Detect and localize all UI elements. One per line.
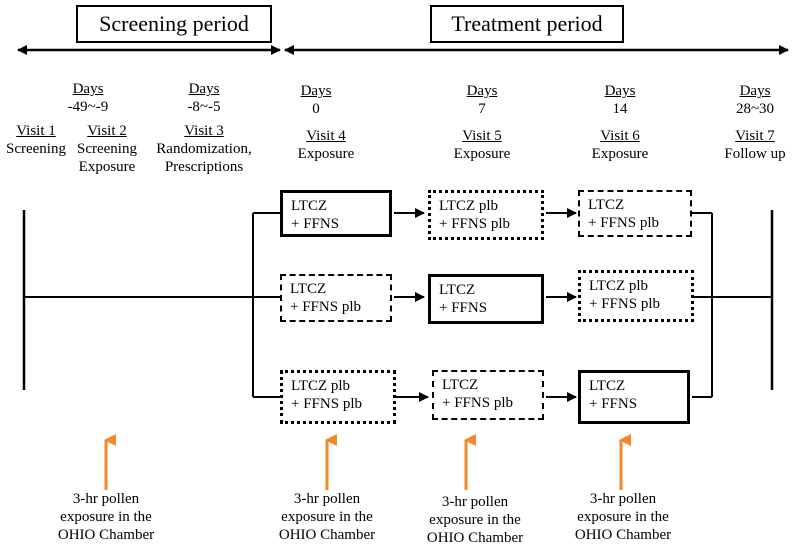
row2-visit5-treatment: LTCZ + FFNS <box>428 274 544 324</box>
row1-visit5-treatment: LTCZ plb + FFNS plb <box>428 190 544 240</box>
exposure-note-visit-4: 3-hr pollen exposure in the OHIO Chamber <box>278 491 376 543</box>
treatment-line1: LTCZ <box>290 281 327 297</box>
row3-visit5-treatment: LTCZ + FFNS plb <box>432 370 544 420</box>
exposure-note-visit-6: 3-hr pollen exposure in the OHIO Chamber <box>574 491 672 543</box>
treatment-line1: LTCZ plb <box>291 378 351 394</box>
treatment-line2: + FFNS <box>291 216 340 232</box>
treatment-line2: + FFNS <box>439 300 488 316</box>
treatment-line1: LTCZ <box>589 378 626 394</box>
exposure-note-visit-5: 3-hr pollen exposure in the OHIO Chamber <box>426 494 524 546</box>
row3-visit4-treatment: LTCZ plb + FFNS plb <box>280 370 396 424</box>
row2-visit6-treatment: LTCZ plb + FFNS plb <box>578 270 694 322</box>
screening-period-label: Screening period <box>76 5 272 43</box>
days-visit-2: Days-49~-9 <box>67 81 109 115</box>
treatment-period-label: Treatment period <box>430 5 624 43</box>
treatment-line2: + FFNS plb <box>439 216 510 232</box>
treatment-line2: + FFNS plb <box>589 296 660 312</box>
treatment-line1: LTCZ plb <box>589 278 649 294</box>
row1-visit6-treatment: LTCZ + FFNS plb <box>578 190 692 237</box>
treatment-line2: + FFNS plb <box>588 215 659 231</box>
row1-visit4-treatment: LTCZ + FFNS <box>280 190 392 237</box>
row3-visit6-treatment: LTCZ + FFNS <box>578 370 690 424</box>
treatment-line2: + FFNS plb <box>291 396 362 412</box>
treatment-line1: LTCZ plb <box>439 198 499 214</box>
treatment-line1: LTCZ <box>439 282 476 298</box>
row2-visit4-treatment: LTCZ + FFNS plb <box>280 274 392 322</box>
treatment-line1: LTCZ <box>442 377 479 393</box>
treatment-line1: LTCZ <box>291 198 328 214</box>
treatment-line2: + FFNS plb <box>290 299 361 315</box>
days-visit-3: Days-8~-5 <box>187 81 221 115</box>
exposure-note-visit-2: 3-hr pollen exposure in the OHIO Chamber <box>57 491 155 543</box>
treatment-line2: + FFNS <box>589 396 638 412</box>
treatment-line2: + FFNS plb <box>442 395 513 411</box>
treatment-line1: LTCZ <box>588 197 625 213</box>
